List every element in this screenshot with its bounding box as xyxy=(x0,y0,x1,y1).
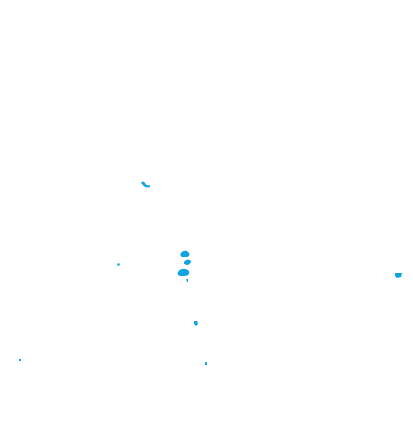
water-feature-south-central xyxy=(194,321,198,326)
water-feature-north xyxy=(141,181,150,188)
water-feature-central-upper xyxy=(180,250,190,257)
water-feature-central-lower xyxy=(177,268,190,282)
water-feature-south xyxy=(205,362,207,365)
water-feature-west xyxy=(117,263,120,266)
water-feature-central-mid xyxy=(184,259,191,265)
water-feature-southwest xyxy=(19,359,21,361)
water-feature-east xyxy=(395,273,402,278)
water-features-layer xyxy=(19,181,402,365)
